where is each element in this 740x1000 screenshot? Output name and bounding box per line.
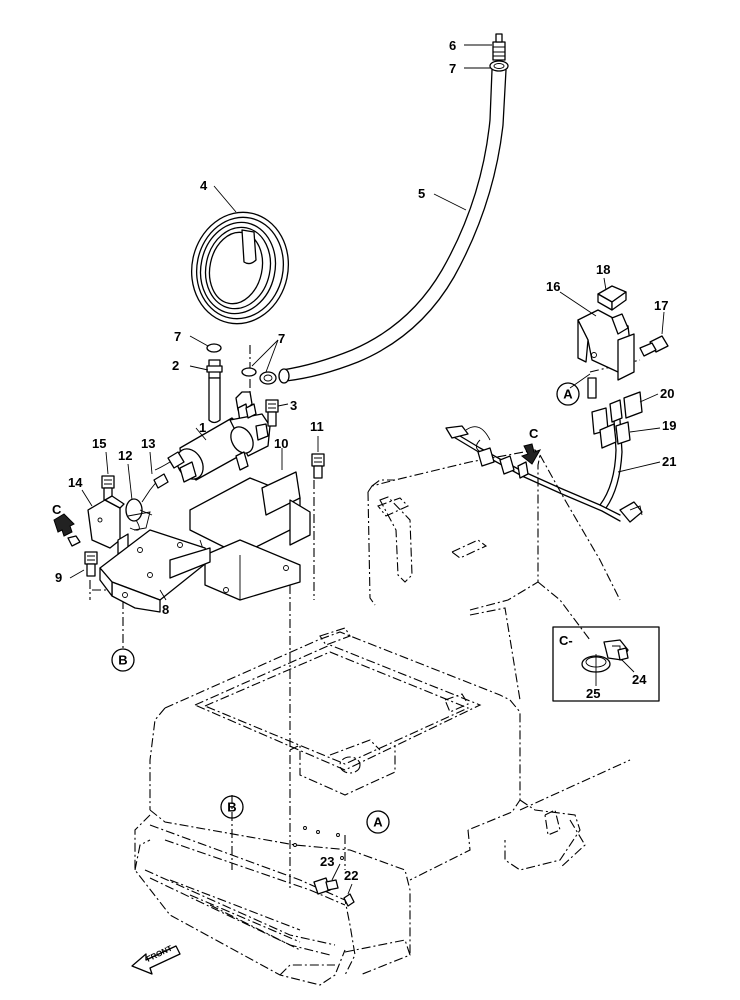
detail-c-title: C- [559,633,573,648]
clip-22 [343,893,355,907]
callout-12: 12 [118,448,132,463]
callout-2: 2 [172,358,179,373]
coiled-hose-4 [190,211,290,325]
callout-9: 9 [55,570,62,585]
callout-7-left: 7 [174,329,181,344]
callout-1: 1 [199,420,206,435]
bolt-3 [265,399,279,427]
bracket-16 [577,309,635,381]
callout-21: 21 [662,454,676,469]
switch-box-14 [67,495,129,555]
callout-6: 6 [449,38,456,53]
ref-label-a-top: A [563,387,573,402]
ref-circle-a-top: A [556,382,580,406]
bracket-10 [189,471,311,601]
callout-14: 14 [68,475,83,490]
ref-circle-b-lower: B [220,795,244,819]
ref-circle-b-left: B [111,648,135,672]
view-label-c-left: C [52,502,62,517]
bolt-17 [639,335,669,357]
callout-11: 11 [310,419,324,434]
bolt-23 [313,877,339,895]
ref-circle-a-lower: A [366,810,390,834]
view-arrow-c-right [520,443,542,465]
callout-numbers: 1 2 3 4 5 6 7 7 7 8 9 10 11 12 13 14 15 … [55,38,676,883]
front-arrow [131,945,181,975]
machine-body-outline [134,449,631,986]
long-hose-5 [278,33,509,384]
view-label-c-right: C [529,426,539,441]
view-arrow-c-left [53,513,75,537]
pump-1 [154,391,271,483]
callout-5: 5 [418,186,425,201]
callout-15: 15 [92,436,106,451]
bolt-9 [84,551,98,577]
ref-label-b-lower: B [227,800,236,815]
projection-lines [89,345,641,890]
callout-7-top: 7 [449,61,456,76]
wiring-harness-21 [445,377,643,523]
callout-25: 25 [586,686,600,701]
callout-22: 22 [344,868,358,883]
short-hose-2 [206,343,223,424]
callout-13: 13 [141,436,155,451]
callout-17: 17 [654,298,668,313]
callout-19: 19 [662,418,676,433]
callout-16: 16 [546,279,560,294]
callout-10: 10 [274,436,288,451]
switch-18 [597,285,627,311]
callout-4: 4 [200,178,208,193]
bolt-11 [311,453,325,479]
callout-18: 18 [596,262,610,277]
leader-lines [69,44,665,895]
relay-20 [623,391,643,419]
body-holes [293,826,344,860]
callout-23: 23 [320,854,334,869]
wire-12-13 [125,473,169,531]
bracket-8 [99,529,211,613]
callout-8: 8 [162,602,169,617]
callout-7-right: 7 [278,331,285,346]
callout-3: 3 [290,398,297,413]
ref-label-a-lower: A [373,815,383,830]
callout-24: 24 [632,672,647,687]
hose-clamps-7 [241,367,277,385]
callout-20: 20 [660,386,674,401]
ref-label-b-left: B [118,653,127,668]
